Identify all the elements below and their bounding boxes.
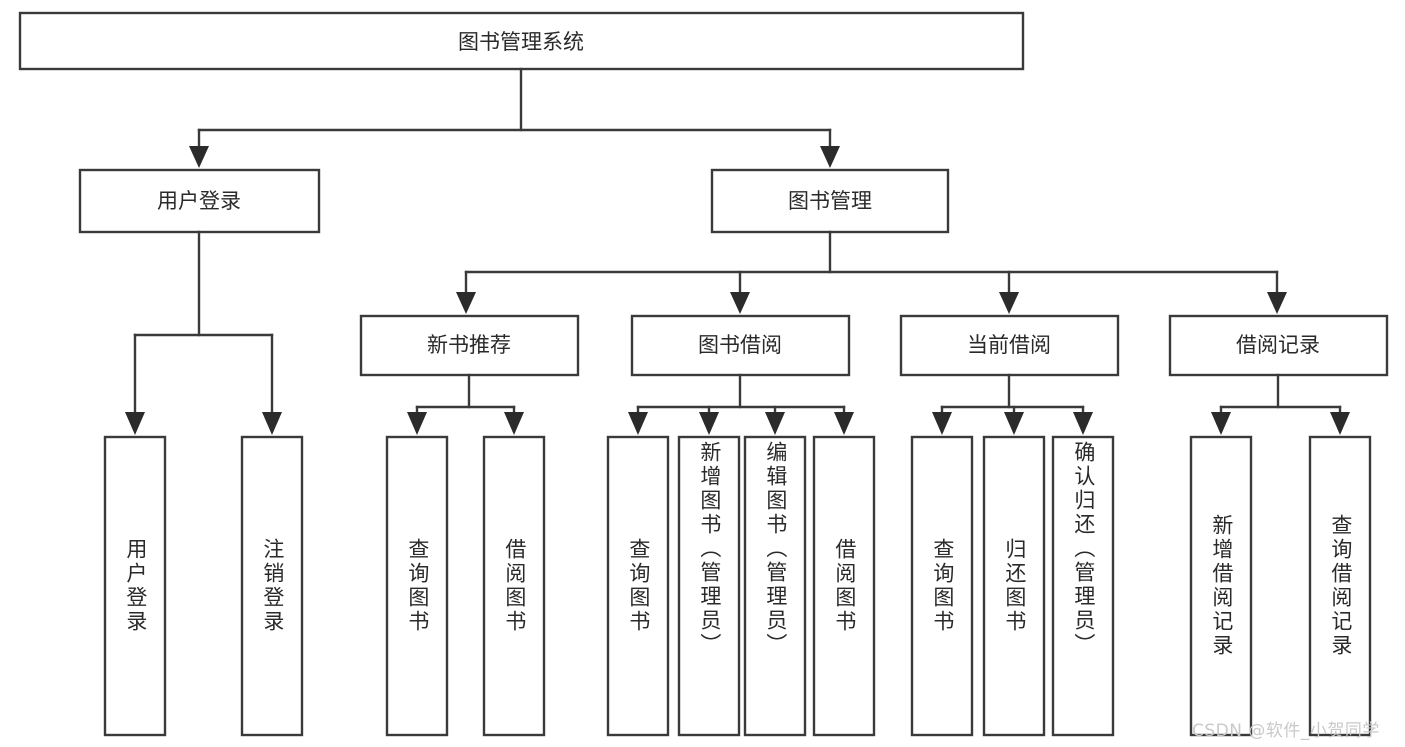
connector-book-borrow-to-leaves	[628, 373, 854, 435]
arrow-head-icon	[125, 412, 145, 435]
node-user-login[interactable]: 用户登录	[78, 168, 321, 234]
arrow-head-icon	[932, 412, 952, 435]
connector-user-login-to-leaves	[125, 230, 282, 435]
node-new-book-recommend[interactable]: 新书推荐	[359, 314, 580, 377]
arrow-head-icon	[456, 292, 476, 314]
user-login-box	[78, 168, 321, 234]
arrow-head-icon	[407, 412, 427, 435]
new-book-recommend-box	[359, 314, 580, 377]
connector-current-borrow-to-leaves	[932, 373, 1093, 435]
arrow-head-icon	[1267, 292, 1287, 314]
arrow-head-icon	[1330, 412, 1350, 435]
current-borrow-label: 当前借阅	[967, 333, 1051, 357]
node-book-borrow[interactable]: 图书借阅	[630, 314, 851, 377]
borrow-record-label: 借阅记录	[1236, 333, 1320, 357]
leaf-box-borrow-book-1[interactable]	[482, 435, 546, 737]
node-current-borrow[interactable]: 当前借阅	[899, 314, 1120, 377]
arrow-head-icon	[834, 412, 854, 435]
book-borrow-label: 图书借阅	[698, 333, 782, 357]
connector-root-to-level2	[189, 67, 840, 168]
leaf-box-query-book-1[interactable]	[385, 435, 449, 737]
connector-borrow-record-to-leaves	[1211, 373, 1350, 435]
csdn-watermark: CSDN @软件_小贺同学	[1192, 721, 1380, 741]
leaf-box-add-record[interactable]	[1189, 435, 1253, 737]
arrow-head-icon	[699, 412, 719, 435]
node-borrow-record[interactable]: 借阅记录	[1168, 314, 1389, 377]
arrow-head-icon	[765, 412, 785, 435]
leaf-box-add-book-admin[interactable]	[677, 435, 741, 737]
user-login-label: 用户登录	[157, 189, 241, 213]
leaf-box-query-book-2[interactable]	[606, 435, 670, 737]
arrow-head-icon	[1073, 412, 1093, 435]
arrow-head-icon	[1211, 412, 1231, 435]
leaf-box-query-book-3[interactable]	[910, 435, 974, 737]
arrow-head-icon	[820, 146, 840, 168]
leaf-box-borrow-book-2[interactable]	[812, 435, 876, 737]
connector-book-management-to-level3	[456, 230, 1287, 314]
book-management-label: 图书管理	[788, 189, 872, 213]
leaf-boxes-group	[103, 435, 1372, 737]
arrow-head-icon	[628, 412, 648, 435]
arrow-head-icon	[189, 146, 209, 168]
leaf-box-return-book[interactable]	[982, 435, 1046, 737]
leaf-box-logout[interactable]	[240, 435, 304, 737]
arrow-head-icon	[504, 412, 524, 435]
node-book-management[interactable]: 图书管理	[710, 168, 950, 234]
connector-new-book-recommend-to-leaves	[407, 373, 524, 435]
arrow-head-icon	[730, 292, 750, 314]
root-box	[18, 11, 1025, 71]
leaf-box-edit-book-admin[interactable]	[743, 435, 807, 737]
arrow-head-icon	[1004, 412, 1024, 435]
arrow-head-icon	[262, 412, 282, 435]
leaf-box-user-login[interactable]	[103, 435, 167, 737]
current-borrow-box	[899, 314, 1120, 377]
arrow-head-icon	[999, 292, 1019, 314]
leaf-box-confirm-return[interactable]	[1051, 435, 1115, 737]
new-book-recommend-label: 新书推荐	[427, 333, 511, 357]
root-label: 图书管理系统	[458, 30, 584, 54]
node-root[interactable]: 图书管理系统	[18, 11, 1025, 71]
leaf-box-query-record[interactable]	[1308, 435, 1372, 737]
